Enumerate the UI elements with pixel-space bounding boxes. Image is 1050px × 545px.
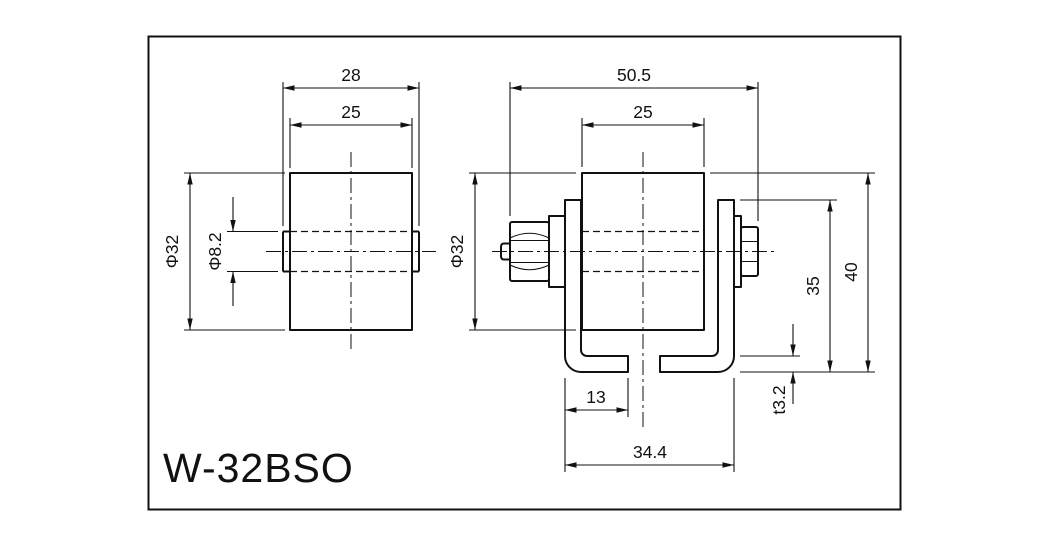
roller-body-outline bbox=[289, 172, 413, 331]
dim-label-base-width: 34.4 bbox=[633, 442, 667, 462]
right-view-dimensions: 50.5 25 Φ32 35 40 t3.2 13 34.4 bbox=[447, 65, 875, 472]
dim-label-roller-width-left: 25 bbox=[341, 102, 360, 122]
nut-chamfer-arcs bbox=[509, 232, 550, 271]
nut-facet-lines bbox=[510, 239, 549, 264]
dim-label-outer-width: 28 bbox=[341, 65, 360, 85]
dim-label-bracket-height: 35 bbox=[803, 276, 823, 295]
dim-label-flange-length: 13 bbox=[586, 387, 605, 407]
drawing-border bbox=[147, 35, 902, 511]
dim-label-plate-thickness: t3.2 bbox=[769, 385, 789, 414]
extension-lines-right bbox=[469, 82, 875, 472]
bolt-head-facet-lines bbox=[741, 240, 758, 263]
shaft-stubs bbox=[282, 230, 420, 273]
dim-label-bore-diameter: Φ8.2 bbox=[205, 232, 225, 270]
right-view-assembly bbox=[492, 152, 778, 428]
bracket-right-plate bbox=[659, 199, 735, 373]
dim-label-roller-diameter-left: Φ32 bbox=[162, 235, 182, 268]
dim-label-overall-height: 40 bbox=[841, 262, 861, 282]
left-view-roller bbox=[266, 152, 436, 352]
centerlines-left bbox=[266, 152, 436, 352]
left-view-dimensions: 28 25 Φ32 Φ8.2 bbox=[162, 65, 420, 331]
dim-label-overall-width: 50.5 bbox=[617, 65, 651, 85]
dim-label-roller-diameter-right: Φ32 bbox=[447, 235, 467, 268]
dim-label-roller-width-right: 25 bbox=[633, 102, 652, 122]
part-number-title: W-32BSO bbox=[163, 445, 354, 491]
bracket-left-plate bbox=[564, 199, 629, 373]
centerlines-right bbox=[492, 152, 778, 428]
extension-lines-left bbox=[184, 82, 420, 331]
